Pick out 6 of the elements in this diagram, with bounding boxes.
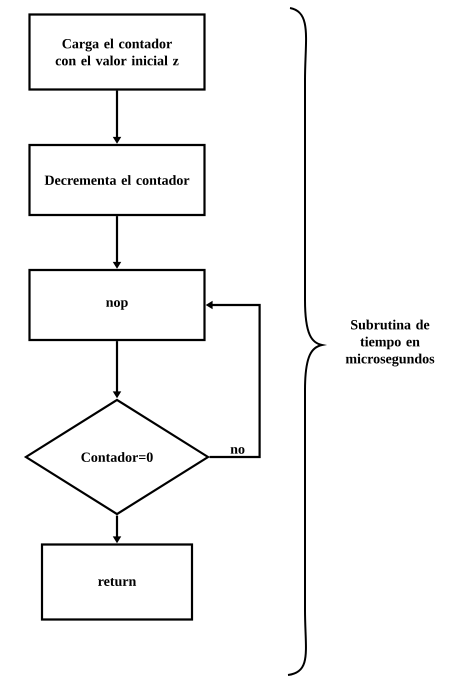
process-box: Decrementa el contador <box>28 144 206 216</box>
edge-label: no <box>229 446 246 455</box>
process-box: return <box>40 543 194 621</box>
process-box: nop <box>28 268 206 342</box>
brace-label: Subrutina de tiempo en microsegundos <box>346 320 434 366</box>
process-box: Carga el contador con el valor inicial z <box>28 13 206 91</box>
